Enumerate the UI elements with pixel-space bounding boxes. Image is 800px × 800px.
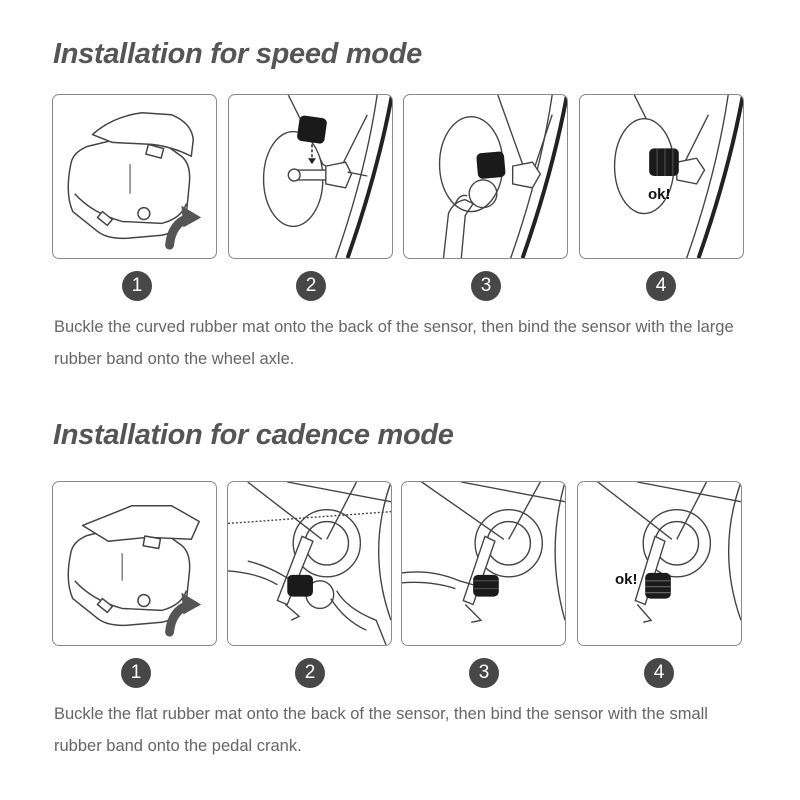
cadence-step-number-4: 4 <box>644 658 674 688</box>
cadence-ok-label: ok! <box>615 571 638 588</box>
speed-step-1-image <box>52 94 217 259</box>
speed-step-number-2: 2 <box>296 271 326 301</box>
speed-step-number-4: 4 <box>646 271 676 301</box>
cadence-step-number-1: 1 <box>121 658 151 688</box>
cadence-step-4-image <box>577 481 742 646</box>
speed-description: Buckle the curved rubber mat onto the ba… <box>54 318 734 368</box>
speed-step-number-3: 3 <box>471 271 501 301</box>
cadence-step-2-image <box>227 481 392 646</box>
cadence-step-number-2: 2 <box>295 658 325 688</box>
cadence-description: Buckle the flat rubber mat onto the back… <box>54 705 708 755</box>
cadence-step-1-image <box>52 481 217 646</box>
speed-step-2-image <box>228 94 393 259</box>
speed-step-3-image <box>403 94 568 259</box>
speed-step-4-image <box>579 94 744 259</box>
speed-section-title: Installation for speed mode <box>53 38 422 70</box>
cadence-section-title: Installation for cadence mode <box>53 419 454 451</box>
speed-step-number-1: 1 <box>122 271 152 301</box>
cadence-step-3-image <box>401 481 566 646</box>
cadence-step-number-3: 3 <box>469 658 499 688</box>
speed-ok-label: ok! <box>648 186 671 203</box>
